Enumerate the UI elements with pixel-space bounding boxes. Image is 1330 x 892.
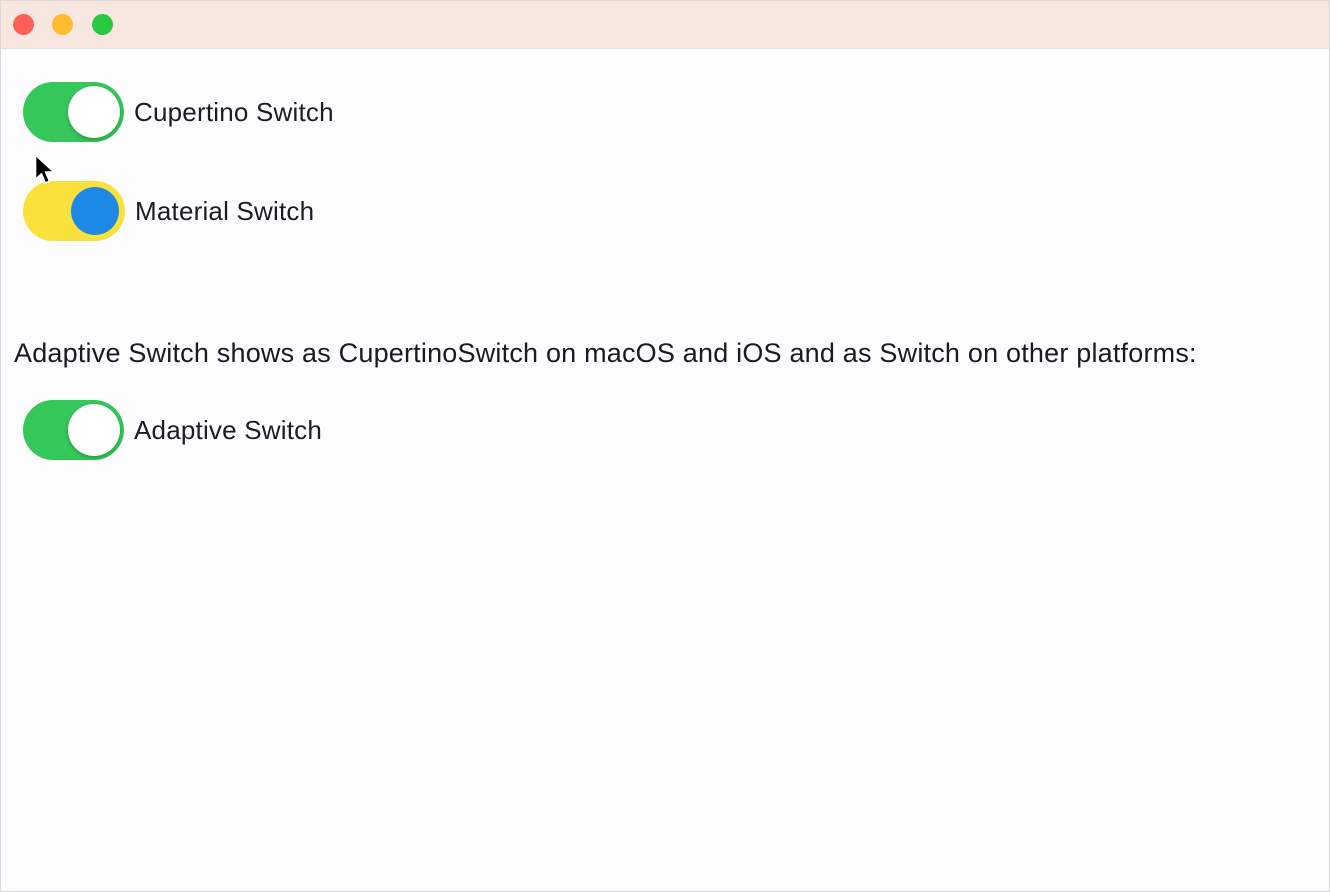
switch-thumb — [71, 187, 119, 235]
adaptive-switch-description: Adaptive Switch shows as CupertinoSwitch… — [14, 338, 1197, 368]
zoom-button[interactable] — [92, 14, 113, 35]
adaptive-switch-toggle[interactable] — [23, 400, 124, 460]
material-switch-toggle[interactable] — [23, 181, 125, 241]
cupertino-switch-row: Cupertino Switch — [23, 82, 334, 142]
material-switch-label: Material Switch — [135, 195, 315, 226]
cupertino-switch-toggle[interactable] — [23, 82, 124, 142]
material-switch-row: Material Switch — [23, 181, 314, 241]
titlebar — [1, 1, 1329, 49]
switch-thumb — [68, 86, 120, 138]
minimize-button[interactable] — [52, 14, 73, 35]
switch-thumb — [68, 404, 120, 456]
content-area: Cupertino Switch Material Switch Adaptiv… — [1, 49, 1329, 891]
adaptive-switch-label: Adaptive Switch — [134, 414, 322, 445]
close-button[interactable] — [13, 14, 34, 35]
adaptive-switch-row: Adaptive Switch — [23, 400, 322, 460]
cupertino-switch-label: Cupertino Switch — [134, 96, 334, 127]
